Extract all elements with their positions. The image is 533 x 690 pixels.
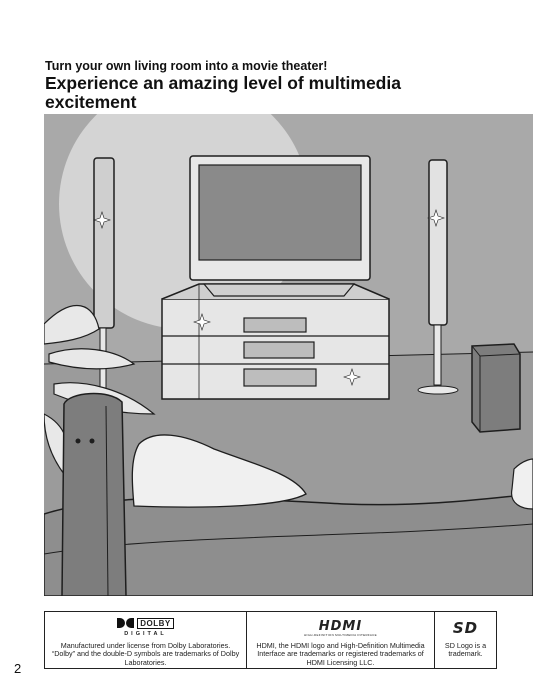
dolby-notice-cell: DOLBY DIGITAL Manufactured under license…: [45, 612, 246, 668]
hdmi-notice-text: HDMI, the HDMI logo and High-Definition …: [256, 641, 425, 667]
sparkle-icons: [93, 209, 445, 386]
sd-logo: SD: [453, 616, 478, 640]
dolby-notice-text: Manufactured under license from Dolby La…: [51, 641, 240, 667]
sd-notice-text: SD Logo is a trademark.: [444, 641, 487, 659]
dolby-logo-subtext: DIGITAL: [124, 630, 167, 637]
home-theater-illustration: [44, 114, 533, 596]
double-d-icon: [117, 618, 135, 629]
hdmi-logo-tagline: HIGH-DEFINITION MULTIMEDIA INTERFACE: [304, 632, 377, 637]
subwoofer: [471, 343, 521, 433]
tv-stand: [161, 283, 390, 400]
page-number: 2: [14, 661, 22, 676]
page-subtitle: Turn your own living room into a movie t…: [45, 59, 328, 73]
rear-left-speaker: [61, 392, 127, 596]
television: [189, 155, 371, 297]
hdmi-logo: HDMI HIGH-DEFINITION MULTIMEDIA INTERFAC…: [304, 616, 377, 640]
front-right-speaker: [417, 159, 459, 395]
sd-notice-cell: SD SD Logo is a trademark.: [434, 612, 496, 668]
page-title: Experience an amazing level of multimedi…: [45, 73, 401, 112]
hdmi-notice-cell: HDMI HIGH-DEFINITION MULTIMEDIA INTERFAC…: [246, 612, 434, 668]
trademark-notices: DOLBY DIGITAL Manufactured under license…: [44, 611, 497, 669]
hdmi-logo-text: HDMI: [318, 618, 363, 634]
dolby-logo-text: DOLBY: [137, 617, 174, 629]
dolby-logo: DOLBY DIGITAL: [117, 616, 174, 640]
sd-logo-text: SD: [452, 618, 479, 637]
